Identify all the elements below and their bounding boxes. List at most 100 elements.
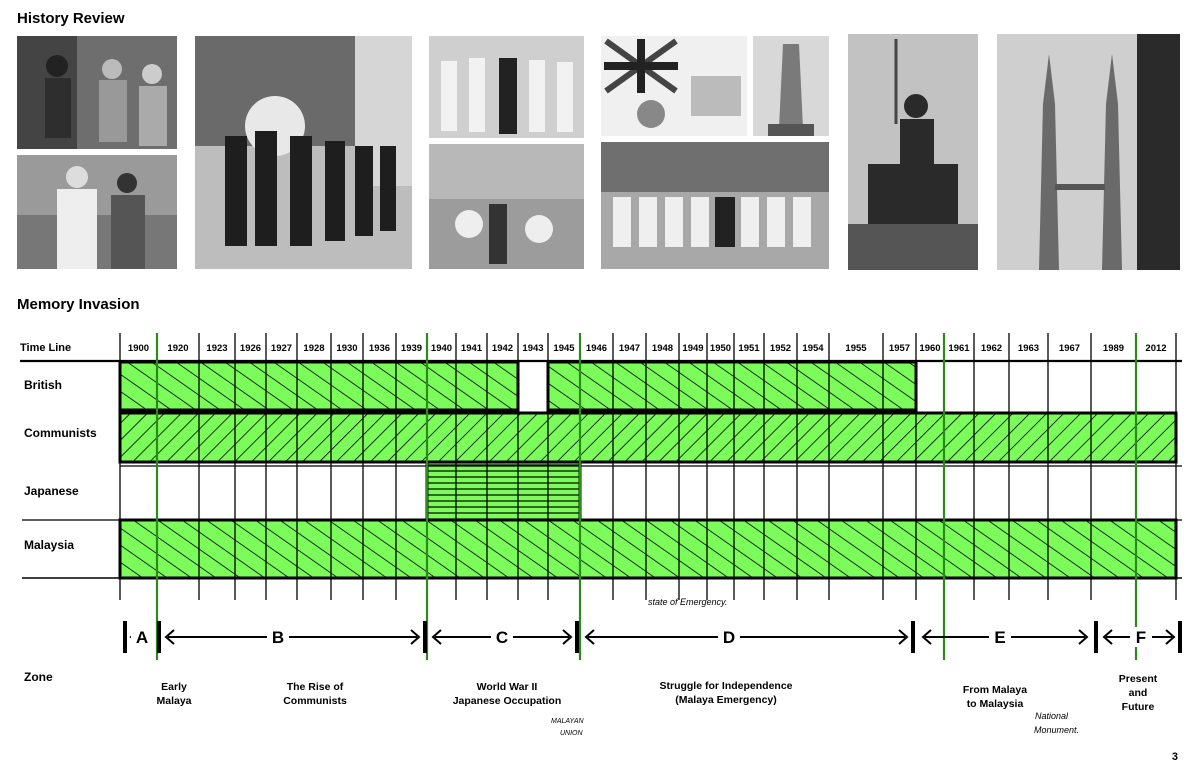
zone-letter: E: [994, 628, 1005, 647]
zone-arrow-head: [431, 629, 442, 645]
photo-independence-crowd: [429, 144, 584, 269]
year-label: 1960: [919, 343, 940, 354]
year-label: 1941: [461, 343, 483, 354]
memory-invasion-heading: Memory Invasion: [17, 296, 140, 313]
zone-caption-line: Present: [1119, 673, 1158, 685]
photo-handshake: [17, 155, 177, 269]
year-label: 1940: [431, 343, 452, 354]
photo-colonial-officials: [429, 36, 584, 138]
zone-arrow-head: [410, 629, 421, 645]
year-label: 1954: [802, 343, 824, 354]
zone-arrow-head: [1078, 629, 1089, 645]
year-label: 2012: [1145, 343, 1166, 354]
year-label: 1961: [948, 343, 970, 354]
note-national-monument-2: Monument.: [1034, 725, 1079, 735]
period-hatch: [118, 360, 520, 412]
zone-divider: [1178, 621, 1182, 653]
photo-national-monument: [848, 34, 978, 270]
row-label-british: British: [24, 378, 62, 392]
year-label: 1943: [522, 343, 543, 354]
period-hatch: [118, 411, 1178, 464]
zone-letter: C: [496, 628, 508, 647]
zone-divider: [123, 621, 127, 653]
history-review-heading: History Review: [17, 10, 125, 27]
page-number: 3: [1171, 751, 1178, 763]
year-label: 1942: [492, 343, 513, 354]
year-label: 1900: [128, 343, 149, 354]
note-state-of-emergency: state of Emergency.: [648, 597, 727, 607]
period-hatch: [546, 360, 918, 412]
year-label: 1957: [889, 343, 910, 354]
zone-letter: A: [136, 628, 148, 647]
year-label: 1945: [553, 343, 575, 354]
year-label: 1923: [206, 343, 227, 354]
zone-arrow-head: [164, 629, 175, 645]
year-label: 1967: [1059, 343, 1080, 354]
zone-caption-line: Malaya: [156, 695, 191, 707]
zone-caption-line: Japanese Occupation: [453, 695, 562, 707]
photo-cenotaph: [753, 36, 829, 136]
timeline-row-header: Time Line: [20, 342, 71, 354]
zone-caption-line: Struggle for Independence: [659, 680, 792, 692]
zone-caption-line: Early: [161, 681, 187, 693]
zone-divider: [157, 621, 161, 653]
photo-sultans-seated: [601, 142, 829, 269]
year-label: 1949: [682, 343, 703, 354]
row-label-malaysia: Malaysia: [24, 538, 74, 552]
zone-arrow-head: [584, 629, 595, 645]
zone-letter-bg: [491, 627, 513, 647]
zone-caption-line: and: [1129, 687, 1148, 699]
zone-arrow-head: [921, 629, 932, 645]
zone-letter-bg: [718, 627, 740, 647]
year-label: 1951: [738, 343, 760, 354]
year-label: 1950: [710, 343, 731, 354]
zone-letter: B: [272, 628, 284, 647]
period-hatch: [118, 518, 1178, 580]
zone-divider: [1094, 621, 1098, 653]
year-label: 1955: [845, 343, 867, 354]
zone-caption-line: The Rise of: [287, 681, 344, 693]
zone-arrow-head: [1165, 629, 1176, 645]
row-bands: [118, 360, 1178, 580]
zone-divider: [911, 621, 915, 653]
year-label: 1939: [401, 343, 422, 354]
period-hatch: [425, 460, 582, 522]
row-label-japanese: Japanese: [24, 484, 79, 498]
year-label: 1963: [1018, 343, 1039, 354]
zone-letter: D: [723, 628, 735, 647]
note-malayan-union-1: MALAYAN: [551, 718, 584, 725]
zone-caption-line: Communists: [283, 695, 347, 707]
timeline-grid: [20, 333, 1182, 660]
zone-arrow-head: [1102, 629, 1113, 645]
zone-letter-bg: [267, 627, 289, 647]
row-label-communists: Communists: [24, 426, 97, 440]
year-label: 1946: [586, 343, 607, 354]
zone-arrow-head: [898, 629, 909, 645]
zone-letter: F: [1136, 628, 1146, 647]
zone-divider: [575, 621, 579, 653]
zone-letters: A B C D E F: [131, 627, 1152, 647]
zone-caption-line: (Malaya Emergency): [675, 694, 777, 706]
year-label: 1927: [271, 343, 292, 354]
zone-letter-bg: [989, 627, 1011, 647]
zone-divider: [423, 621, 427, 653]
year-label: 1962: [981, 343, 1002, 354]
year-label: 1930: [336, 343, 357, 354]
zone-caption-line: World War II: [477, 681, 538, 693]
year-label: 1947: [619, 343, 640, 354]
zone-letter-bg: [1130, 627, 1152, 647]
note-national-monument-1: National: [1035, 711, 1069, 721]
photo-petronas-towers: [997, 34, 1180, 270]
year-label: 1948: [652, 343, 673, 354]
zone-caption-line: From Malaya: [963, 684, 1027, 696]
year-label: 1926: [240, 343, 261, 354]
year-label: 1928: [303, 343, 324, 354]
note-malayan-union-2: UNION: [560, 730, 584, 737]
year-label: 1936: [369, 343, 390, 354]
zone-label: Zone: [24, 670, 53, 684]
photo-flags-crests: [601, 36, 747, 136]
photo-japanese-march: [195, 36, 412, 269]
